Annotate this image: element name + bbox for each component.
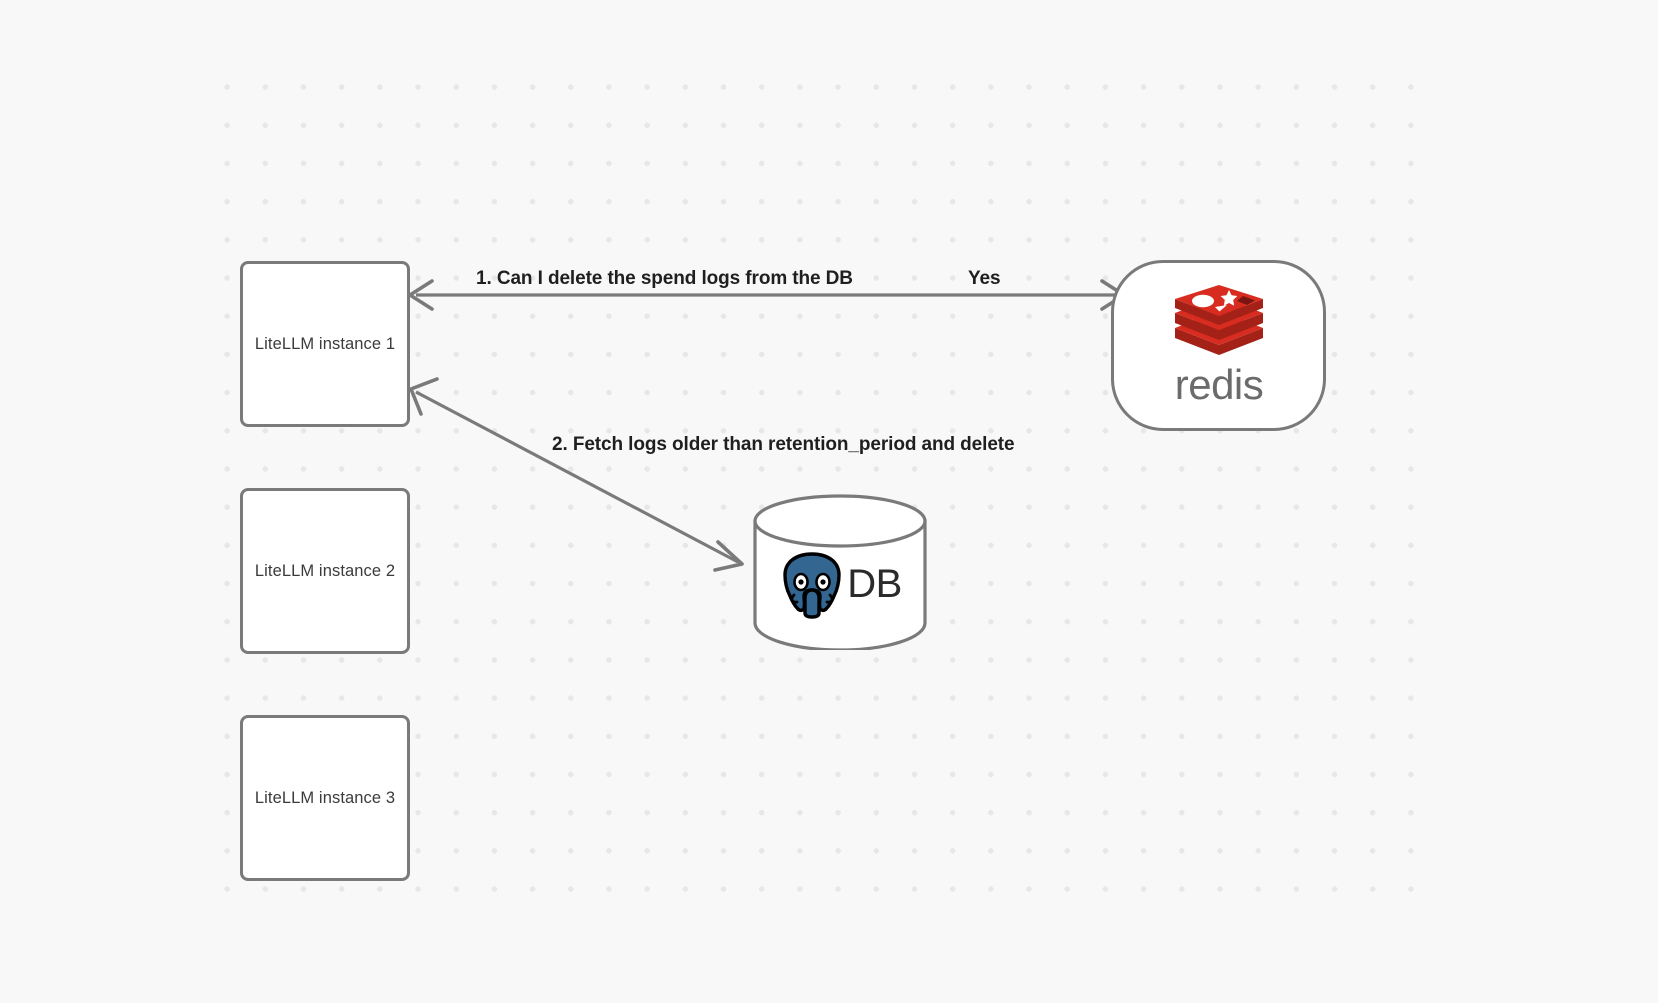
node-litellm-instance-2[interactable]: LiteLLM instance 2 [240, 488, 410, 654]
node-redis[interactable]: redis [1111, 260, 1326, 431]
database-cylinder-icon [753, 494, 927, 650]
redis-wordmark-icon: redis [1174, 363, 1263, 408]
database-label: DB [847, 562, 902, 606]
node-label: LiteLLM instance 3 [254, 788, 396, 807]
node-label: LiteLLM instance 2 [254, 561, 396, 580]
edge-db-llm1 [409, 377, 744, 572]
edge-label-step-2: 2. Fetch logs older than retention_perio… [552, 434, 1015, 455]
node-database[interactable]: DB [752, 494, 928, 650]
redis-logo-icon [1174, 284, 1263, 355]
node-litellm-instance-3[interactable]: LiteLLM instance 3 [240, 715, 410, 881]
svg-text:redis: redis [1174, 363, 1263, 408]
edge-label-yes: Yes [968, 268, 1001, 289]
postgresql-elephant-icon [783, 552, 841, 619]
edge-label-step-1: 1. Can I delete the spend logs from the … [476, 268, 853, 289]
node-litellm-instance-1[interactable]: LiteLLM instance 1 [240, 261, 410, 427]
node-label: LiteLLM instance 1 [254, 334, 396, 353]
